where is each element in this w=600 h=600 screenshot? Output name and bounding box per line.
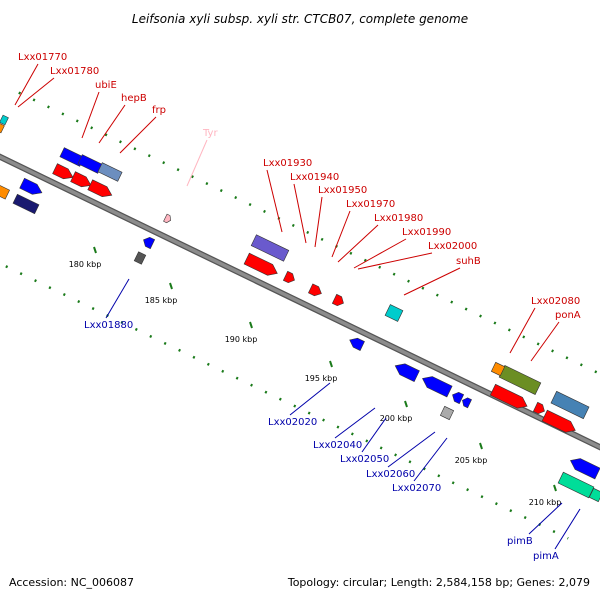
forward-feature bbox=[87, 179, 113, 198]
reverse-feature bbox=[19, 177, 43, 195]
reverse-feature bbox=[439, 405, 455, 421]
reverse-gene-label: pimB bbox=[507, 536, 533, 547]
tick-mark bbox=[329, 360, 333, 368]
reverse-feature bbox=[12, 193, 40, 215]
forward-feature bbox=[308, 283, 322, 297]
tick-label: 180 kbp bbox=[69, 260, 102, 269]
tick-label: 210 kbp bbox=[529, 498, 562, 507]
forward-leader-line bbox=[357, 252, 433, 270]
reverse-feature bbox=[133, 251, 147, 265]
tick-mark bbox=[404, 400, 408, 408]
forward-gene-label: Lxx01990 bbox=[402, 227, 451, 238]
reverse-feature bbox=[557, 471, 595, 499]
tick-label: 205 kbp bbox=[455, 456, 488, 465]
forward-feature bbox=[532, 401, 545, 415]
forward-gene-label: Lxx01980 bbox=[374, 213, 423, 224]
forward-leader-line bbox=[186, 139, 208, 187]
forward-gene-label: Tyr bbox=[202, 128, 218, 139]
forward-gene-label: Lxx02000 bbox=[428, 241, 477, 252]
forward-feature bbox=[59, 147, 85, 167]
forward-feature bbox=[52, 163, 74, 180]
forward-feature bbox=[541, 409, 576, 433]
forward-feature bbox=[550, 390, 590, 420]
tick-label: 195 kbp bbox=[305, 374, 338, 383]
forward-leader-line bbox=[81, 91, 100, 139]
reverse-gene-label: Lxx02020 bbox=[268, 417, 317, 428]
reverse-gene-label: Lxx02060 bbox=[366, 469, 415, 480]
forward-feature bbox=[250, 234, 290, 262]
forward-feature bbox=[77, 154, 103, 174]
forward-leader-line bbox=[403, 267, 461, 296]
reverse-feature bbox=[422, 376, 453, 398]
reverse-gene-label: pimA bbox=[533, 551, 559, 562]
forward-gene-label: Lxx02080 bbox=[531, 296, 580, 307]
forward-leader-line bbox=[14, 63, 39, 106]
tick-mark bbox=[479, 442, 483, 450]
reverse-leader-line bbox=[334, 407, 376, 439]
forward-leader-line bbox=[17, 77, 55, 108]
reverse-feature bbox=[143, 236, 156, 250]
forward-feature bbox=[163, 213, 172, 224]
tick-mark bbox=[249, 321, 253, 329]
forward-feature bbox=[331, 293, 344, 307]
forward-leader-line bbox=[509, 307, 536, 354]
accession-text: Accession: NC_006087 bbox=[9, 576, 134, 589]
forward-gene-label: Lxx01780 bbox=[50, 66, 99, 77]
tick-mark bbox=[553, 484, 557, 492]
forward-gene-label: Lxx01930 bbox=[263, 158, 312, 169]
reverse-leader-line bbox=[289, 382, 331, 416]
reverse-feature bbox=[462, 397, 472, 409]
forward-leader-line bbox=[314, 196, 323, 248]
map-title: Leifsonia xyli subsp. xyli str. CTCB07, … bbox=[132, 12, 468, 26]
reverse-feature bbox=[452, 391, 465, 405]
forward-leader-line bbox=[353, 238, 407, 269]
tick-label: 185 kbp bbox=[145, 296, 178, 305]
forward-feature bbox=[0, 122, 5, 134]
forward-gene-label: hepB bbox=[121, 93, 147, 104]
forward-gene-label: frp bbox=[152, 105, 166, 116]
forward-gene-label: ponA bbox=[555, 310, 581, 321]
reverse-leader-line bbox=[361, 417, 387, 453]
reverse-feature bbox=[570, 458, 600, 480]
reverse-gene-label: Lxx02050 bbox=[340, 454, 389, 465]
forward-leader-line bbox=[530, 321, 560, 362]
reverse-gene-label: Lxx02040 bbox=[313, 440, 362, 451]
forward-gene-label: Lxx01950 bbox=[318, 185, 367, 196]
forward-leader-line bbox=[98, 104, 126, 144]
forward-feature bbox=[384, 304, 404, 322]
genome-summary: Topology: circular; Length: 2,584,158 bp… bbox=[287, 576, 590, 589]
forward-gene-label: Lxx01940 bbox=[290, 172, 339, 183]
forward-feature bbox=[70, 171, 92, 188]
forward-gene-label: Lxx01770 bbox=[18, 52, 67, 63]
forward-feature bbox=[0, 114, 9, 126]
reverse-gene-label: Lxx01880 bbox=[84, 320, 133, 331]
forward-leader-line bbox=[331, 210, 351, 258]
reverse-leader-line bbox=[387, 431, 436, 468]
reverse-gene-label: Lxx02070 bbox=[392, 483, 441, 494]
forward-leader-line bbox=[293, 183, 307, 244]
reverse-feature bbox=[394, 363, 420, 383]
forward-gene-label: suhB bbox=[456, 256, 481, 267]
reverse-leader-line bbox=[413, 437, 448, 482]
reverse-feature bbox=[349, 337, 365, 351]
reverse-feature bbox=[0, 184, 10, 200]
tick-label: 200 kbp bbox=[380, 414, 413, 423]
forward-leader-line bbox=[266, 169, 283, 233]
forward-feature bbox=[97, 162, 123, 182]
forward-feature bbox=[490, 361, 506, 377]
forward-feature bbox=[243, 252, 278, 276]
reverse-leader-line bbox=[554, 508, 581, 550]
tick-label: 190 kbp bbox=[225, 335, 258, 344]
reverse-leader-line bbox=[105, 278, 130, 319]
forward-leader-line bbox=[337, 224, 379, 263]
forward-feature bbox=[282, 270, 295, 284]
tick-mark bbox=[93, 246, 97, 254]
forward-gene-label: Lxx01970 bbox=[346, 199, 395, 210]
forward-gene-label: ubiE bbox=[95, 80, 117, 91]
forward-feature bbox=[489, 383, 528, 409]
forward-leader-line bbox=[119, 116, 157, 154]
tick-mark bbox=[169, 282, 173, 290]
reverse-leader-line bbox=[528, 502, 563, 535]
